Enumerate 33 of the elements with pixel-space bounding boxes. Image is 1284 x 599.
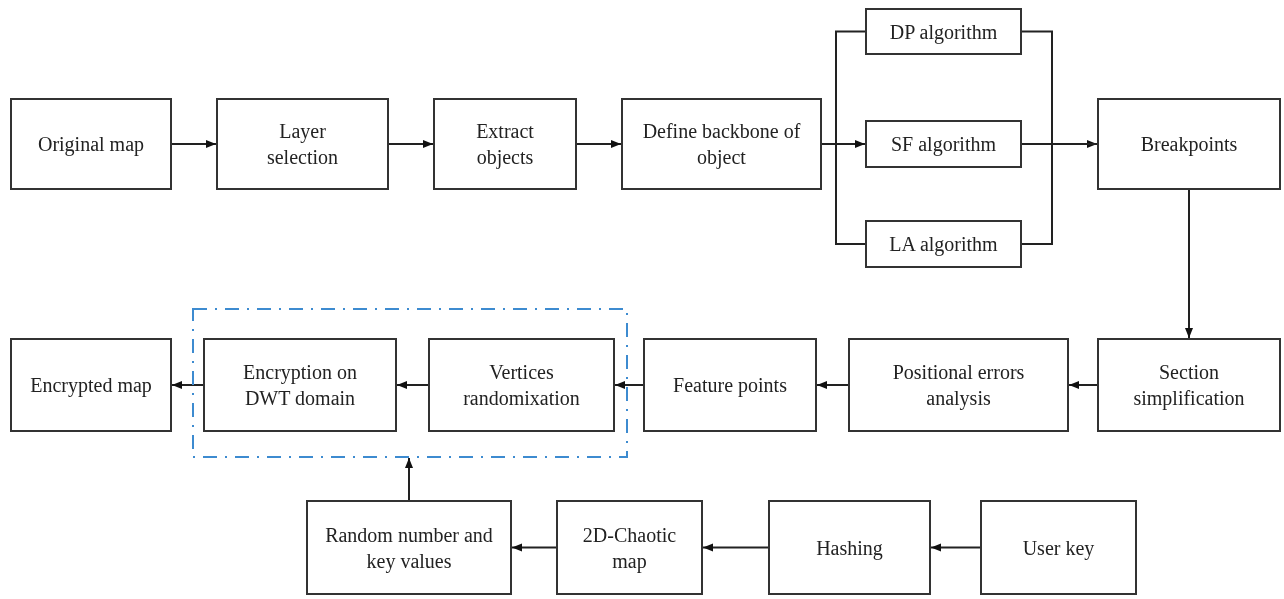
connector-line	[1021, 143, 1098, 245]
process-box: Section simplification	[1097, 338, 1281, 432]
group-frame	[192, 308, 628, 458]
process-box: Layer selection	[216, 98, 389, 190]
process-box: 2D-Chaotic map	[556, 500, 703, 595]
arrow	[388, 140, 434, 148]
arrow	[1068, 381, 1098, 389]
process-box: DP algorithm	[865, 8, 1022, 55]
process-box: Encryption on DWT domain	[203, 338, 397, 432]
arrow	[171, 140, 217, 148]
arrow	[816, 381, 849, 389]
process-box: Define backbone of object	[621, 98, 822, 190]
process-box: Original map	[10, 98, 172, 190]
process-box: Hashing	[768, 500, 931, 595]
process-box: Vertices randomixation	[428, 338, 615, 432]
process-box: Breakpoints	[1097, 98, 1281, 190]
arrow	[405, 457, 413, 501]
arrow	[171, 381, 204, 389]
arrow	[1185, 189, 1193, 339]
arrow	[511, 543, 557, 552]
process-box: LA algorithm	[865, 220, 1022, 268]
process-box: Encrypted map	[10, 338, 172, 432]
process-box: SF algorithm	[865, 120, 1022, 168]
process-box: User key	[980, 500, 1137, 595]
arrow	[396, 381, 429, 389]
arrow	[702, 543, 769, 552]
arrow	[614, 381, 644, 389]
process-box: Positional errors analysis	[848, 338, 1069, 432]
arrow	[576, 140, 622, 148]
process-box: Feature points	[643, 338, 817, 432]
process-box: Random number and key values	[306, 500, 512, 595]
arrow	[930, 543, 981, 552]
process-box: Extract objects	[433, 98, 577, 190]
